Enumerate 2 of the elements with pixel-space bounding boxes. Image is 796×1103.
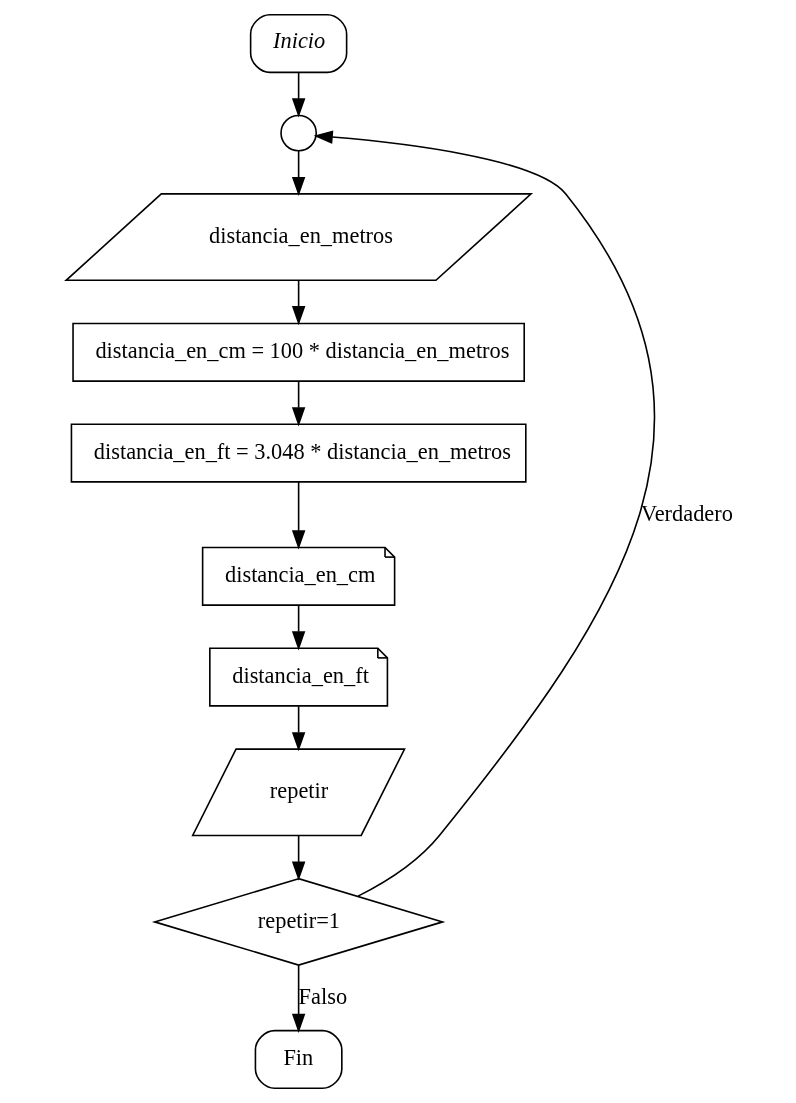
edge-label: Falso: [298, 983, 347, 1009]
edge-label: Verdadero: [640, 500, 733, 526]
